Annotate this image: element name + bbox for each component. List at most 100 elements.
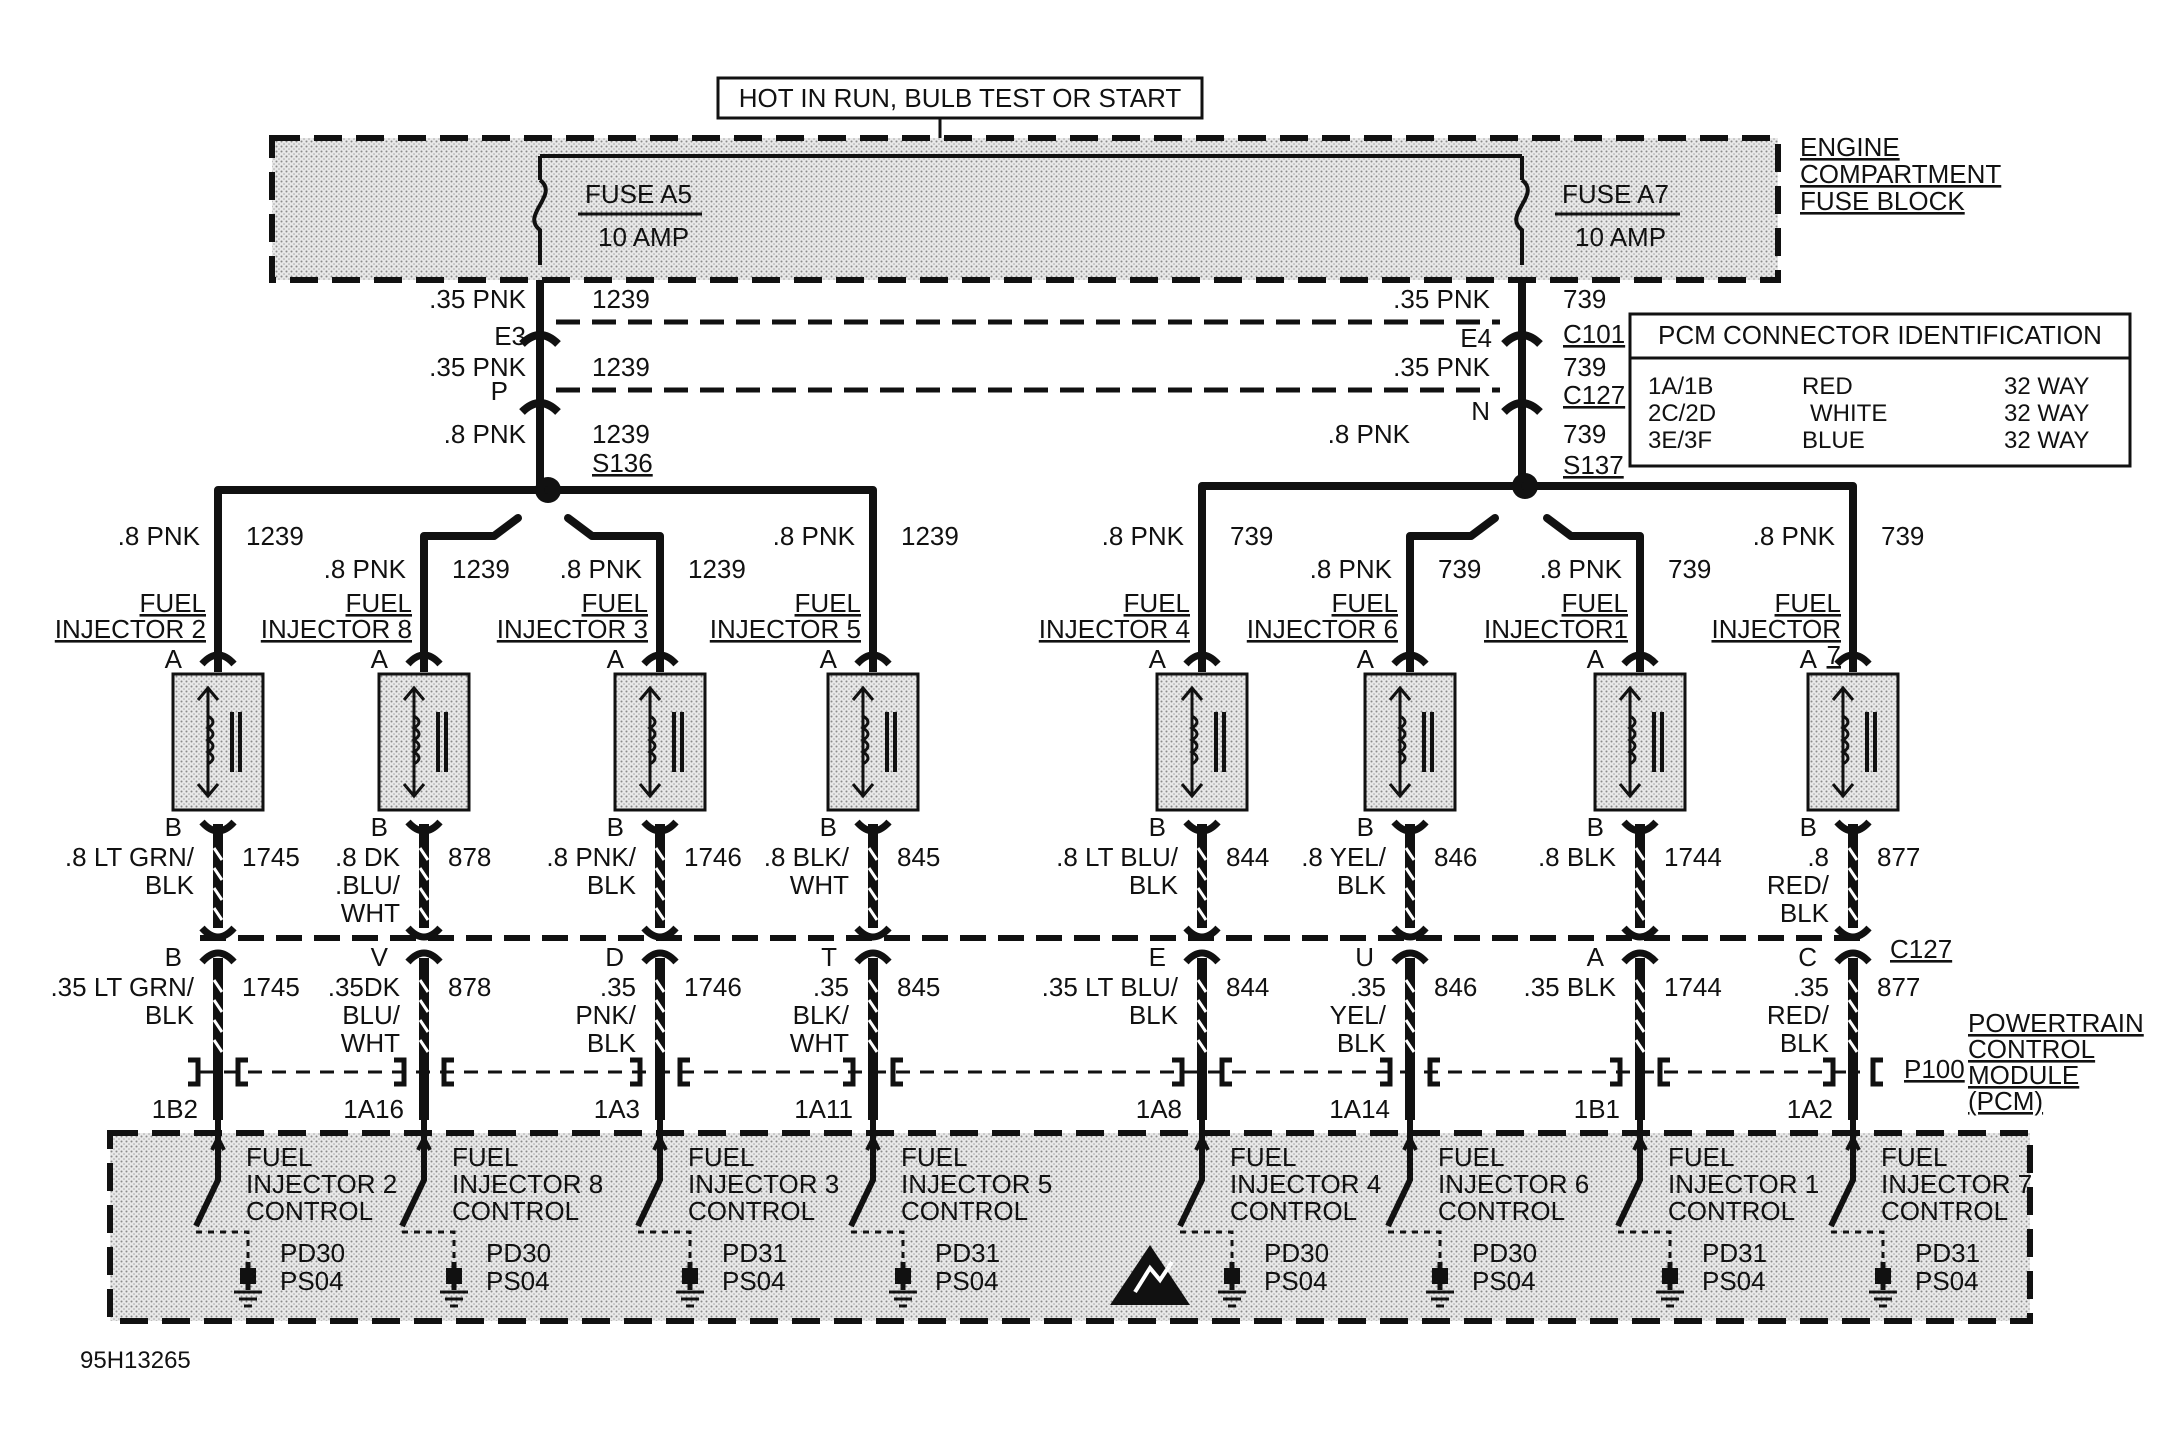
injector-pin-b-label: B xyxy=(820,812,837,842)
injector-coil-icon xyxy=(647,714,657,766)
wire-stripe xyxy=(654,979,666,993)
pcm-wire-label: .35 LT GRN/ xyxy=(50,972,194,1002)
pcm-label-4: (PCM) xyxy=(1968,1086,2043,1116)
wire-stripe xyxy=(1634,867,1646,881)
control-arrow-icon xyxy=(210,1133,226,1151)
injector-arrow-heads xyxy=(196,685,220,799)
pcm-circuit-label: 1744 xyxy=(1664,972,1722,1002)
transistor-icon xyxy=(682,1268,698,1284)
c127-pin-top xyxy=(1621,925,1659,941)
injector-output-circuit-label: 878 xyxy=(448,842,491,872)
injector-coil-icon xyxy=(1840,714,1850,766)
transistor-icon xyxy=(1432,1268,1448,1284)
c127-pin-label: E xyxy=(1149,942,1166,972)
control-arrow-icon xyxy=(1632,1133,1648,1151)
transistor-icon xyxy=(240,1268,256,1284)
wire-stripe xyxy=(1404,867,1416,881)
injector-pin-b-label: B xyxy=(1800,812,1817,842)
wire-stripe xyxy=(654,867,666,881)
control-link xyxy=(1388,1230,1442,1262)
injector-name-label: INJECTOR 6 xyxy=(1247,614,1398,644)
injector-output-wire-label: BLK xyxy=(1129,870,1179,900)
splice-s137-label: S137 xyxy=(1563,450,1624,480)
pcm-wire-label: .35 BLK xyxy=(1523,972,1616,1002)
p100-pin xyxy=(630,1057,643,1087)
feed-left-wire-3: .8 PNK xyxy=(444,419,527,449)
injector-feed-circuit-label: 1239 xyxy=(452,554,510,584)
fuse-block-label-1: ENGINE xyxy=(1800,132,1900,162)
injector-body xyxy=(1806,672,1900,812)
injector-output-wire-label: .8 BLK/ xyxy=(764,842,850,872)
wire-stripe xyxy=(1634,979,1646,993)
wire-stripe xyxy=(212,847,224,861)
wire-stripe xyxy=(418,1019,430,1033)
control-code-label: PS04 xyxy=(1264,1266,1328,1296)
control-label: INJECTOR 4 xyxy=(1230,1169,1381,1199)
control-label: INJECTOR 8 xyxy=(452,1169,603,1199)
pcm-wire-label: .35 xyxy=(813,972,849,1002)
injector-output-wire-label: BLK xyxy=(587,870,637,900)
esd-warning-icon xyxy=(1110,1245,1190,1305)
control-arrow-icon xyxy=(1402,1133,1418,1151)
wire-stripe xyxy=(212,907,224,921)
pcm-pin-label: 1A16 xyxy=(343,1094,404,1124)
wire-stripe xyxy=(867,907,879,921)
pcm-id-row2-color: WHITE xyxy=(1810,400,1887,427)
injector-coil-icon xyxy=(1397,714,1407,766)
fuse-block-label-2: COMPARTMENT xyxy=(1800,159,2001,189)
control-code-label: PS04 xyxy=(486,1266,550,1296)
fuse-a7-symbol xyxy=(1514,178,1530,265)
c127-pin-label: D xyxy=(605,942,624,972)
feed-left-pin-e3 xyxy=(519,331,561,347)
injector-output-wire-label: .BLU/ xyxy=(335,870,401,900)
wire-stripe xyxy=(212,887,224,901)
wire-stripe xyxy=(1847,847,1859,861)
pcm-wire-label: RED/ xyxy=(1767,1000,1830,1030)
injector-output-circuit-label: 1744 xyxy=(1664,842,1722,872)
control-arrow-icon xyxy=(865,1133,881,1151)
injector-body xyxy=(377,672,471,812)
pcm-circuit-label: 845 xyxy=(897,972,940,1002)
fuse-block xyxy=(269,135,1781,283)
injector-output-circuit-label: 846 xyxy=(1434,842,1477,872)
p100-pin xyxy=(1823,1057,1836,1087)
wire-stripe xyxy=(867,979,879,993)
wire-stripe xyxy=(654,847,666,861)
injector-arrow-heads xyxy=(1180,685,1204,799)
injector-output-circuit-label: 1746 xyxy=(684,842,742,872)
pcm-circuit-label: 877 xyxy=(1877,972,1920,1002)
injector-name-label: INJECTOR 8 xyxy=(261,614,412,644)
injector-coil-icon xyxy=(411,714,421,766)
wire-stripe xyxy=(1404,907,1416,921)
injector-name-label: FUEL xyxy=(1562,588,1628,618)
c127-pin-bottom xyxy=(1621,949,1659,965)
c127-pin-top xyxy=(641,925,679,941)
injector-pin-a-label: A xyxy=(820,644,838,674)
wire-stripe xyxy=(418,979,430,993)
figure-id: 95H13265 xyxy=(80,1347,191,1374)
injector-output-circuit-label: 844 xyxy=(1226,842,1269,872)
p100-pin xyxy=(1610,1057,1623,1087)
wire-stripe xyxy=(418,867,430,881)
pcm-id-row3-color: BLUE xyxy=(1802,427,1865,454)
control-label: CONTROL xyxy=(1230,1196,1357,1226)
control-label: FUEL xyxy=(452,1142,518,1172)
control-code-label: PS04 xyxy=(1915,1266,1979,1296)
wire-stripe xyxy=(212,867,224,881)
control-label: INJECTOR 6 xyxy=(1438,1169,1589,1199)
pcm-circuit-label: 1746 xyxy=(684,972,742,1002)
c127-pin-bottom xyxy=(405,949,443,965)
wire-stripe xyxy=(418,999,430,1013)
c127-pin-top xyxy=(854,925,892,941)
feed-right-pin-n xyxy=(1501,399,1543,415)
c127-pin-bottom xyxy=(1834,949,1872,965)
c127-pin-label: A xyxy=(1587,942,1605,972)
control-arrow-icon xyxy=(1845,1133,1861,1151)
injector-feed-wire-label: .8 PNK xyxy=(1310,554,1393,584)
pcm-id-row1-color: RED xyxy=(1802,373,1853,400)
injector-coil-icon xyxy=(1627,714,1637,766)
c127-pin-bottom xyxy=(199,949,237,965)
injector-feed-wire-label: .8 PNK xyxy=(324,554,407,584)
